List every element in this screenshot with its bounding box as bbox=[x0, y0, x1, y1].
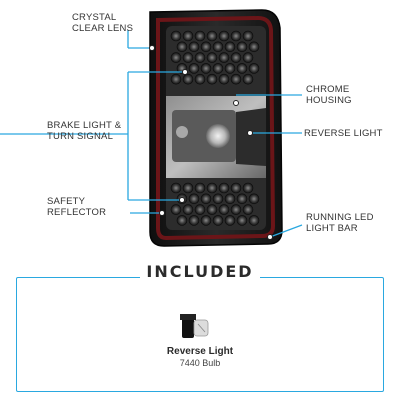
included-box bbox=[16, 277, 384, 392]
led bbox=[242, 182, 254, 194]
reverse-bulb bbox=[206, 124, 230, 148]
callout-crystal-clear-lens: CRYSTAL CLEAR LENS bbox=[72, 12, 133, 34]
led bbox=[236, 63, 248, 74]
led bbox=[218, 52, 230, 63]
led bbox=[170, 182, 182, 194]
callout-markers bbox=[149, 45, 273, 240]
led bbox=[200, 41, 212, 53]
included-item-sub: 7440 Bulb bbox=[179, 358, 221, 368]
led bbox=[224, 41, 236, 53]
led bbox=[230, 52, 242, 63]
led bbox=[182, 30, 194, 42]
led bbox=[212, 41, 224, 53]
callout-reverse-light: REVERSE LIGHT bbox=[304, 128, 383, 139]
led bbox=[242, 204, 254, 215]
callout-running-led: RUNNING LED LIGHT BAR bbox=[306, 212, 374, 234]
led bbox=[194, 30, 206, 42]
led bbox=[188, 215, 200, 226]
bottom-led-cluster bbox=[170, 182, 260, 226]
led bbox=[170, 30, 182, 42]
led bbox=[170, 204, 182, 215]
led bbox=[218, 73, 230, 85]
led bbox=[176, 215, 188, 226]
led bbox=[230, 73, 242, 85]
led bbox=[200, 215, 212, 226]
led bbox=[212, 215, 224, 226]
led bbox=[200, 193, 212, 205]
led bbox=[206, 73, 218, 85]
led bbox=[206, 30, 218, 42]
led bbox=[194, 204, 206, 215]
callout-line-1: REVERSE LIGHT bbox=[304, 128, 383, 139]
led bbox=[242, 52, 254, 63]
led bbox=[236, 215, 248, 226]
callout-line-1: BRAKE LIGHT & bbox=[47, 120, 122, 131]
led bbox=[170, 52, 182, 63]
led bbox=[248, 41, 260, 53]
callout-chrome-housing: CHROME HOUSING bbox=[306, 84, 352, 106]
included-item-name: Reverse Light bbox=[166, 346, 234, 357]
led bbox=[212, 193, 224, 205]
callout-line-2: LIGHT BAR bbox=[306, 223, 358, 234]
callout-line-1: SAFETY bbox=[47, 196, 86, 207]
led bbox=[182, 204, 194, 215]
callout-line-1: CHROME bbox=[306, 84, 350, 95]
led bbox=[242, 30, 254, 42]
included-title-text: INCLUDED bbox=[140, 262, 260, 281]
top-led-cluster bbox=[170, 30, 260, 85]
led bbox=[236, 193, 248, 205]
led bbox=[218, 30, 230, 42]
led bbox=[206, 52, 218, 63]
led bbox=[218, 204, 230, 215]
bulb-icon bbox=[180, 314, 209, 338]
led bbox=[200, 63, 212, 74]
led bbox=[194, 182, 206, 194]
running-led-bar bbox=[156, 15, 276, 241]
reverse-light-section bbox=[172, 110, 236, 162]
led bbox=[224, 193, 236, 205]
led bbox=[230, 30, 242, 42]
callout-safety-reflector: SAFETY REFLECTOR bbox=[47, 196, 106, 218]
led bbox=[236, 41, 248, 53]
included-title: INCLUDED bbox=[0, 262, 400, 281]
led bbox=[176, 41, 188, 53]
led bbox=[182, 182, 194, 194]
led bbox=[206, 204, 218, 215]
callout-line-2: CLEAR LENS bbox=[72, 23, 134, 34]
led bbox=[248, 193, 260, 205]
callout-line-2: HOUSING bbox=[306, 95, 352, 106]
led bbox=[248, 63, 260, 74]
led bbox=[170, 73, 182, 85]
callout-brake-turn: BRAKE LIGHT & TURN SIGNAL bbox=[47, 120, 121, 142]
led bbox=[182, 52, 194, 63]
callout-line-1: CRYSTAL bbox=[72, 12, 117, 23]
led bbox=[194, 52, 206, 63]
led bbox=[230, 182, 242, 194]
led bbox=[194, 73, 206, 85]
led bbox=[230, 204, 242, 215]
led bbox=[188, 41, 200, 53]
led bbox=[188, 193, 200, 205]
led bbox=[188, 63, 200, 74]
callout-line-2: REFLECTOR bbox=[47, 207, 107, 218]
led bbox=[248, 215, 260, 226]
callout-line-2: TURN SIGNAL bbox=[47, 131, 114, 142]
led bbox=[206, 182, 218, 194]
led bbox=[218, 182, 230, 194]
led bbox=[212, 63, 224, 74]
led bbox=[224, 63, 236, 74]
callout-line-1: RUNNING LED bbox=[306, 212, 374, 223]
led bbox=[242, 73, 254, 85]
led bbox=[224, 215, 236, 226]
callout-lines bbox=[0, 30, 303, 238]
led bbox=[182, 73, 194, 85]
